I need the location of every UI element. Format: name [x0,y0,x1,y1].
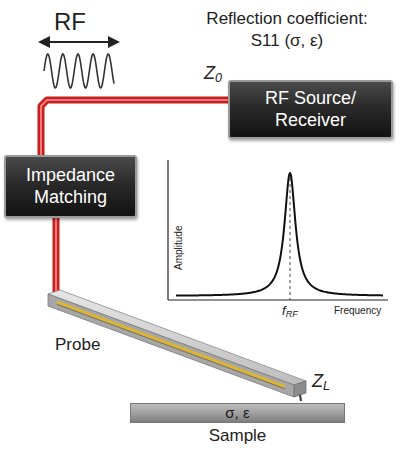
reflection-coefficient-label: Reflection coefficient: S11 (σ, ε) [192,8,382,52]
sample-label: Sample [130,426,345,446]
peak-marker-line [290,172,291,300]
axis-label-frequency: Frequency [334,304,381,317]
box-label: RF Source/ Receiver [240,88,381,131]
resonance-frequency-label: fRF [282,303,298,320]
cable-highlight [41,100,228,155]
rf-label: RF [54,6,86,37]
coax-cable-group [41,100,228,155]
coax-cable-group [56,218,57,292]
coax-cable [41,100,228,155]
probe-label: Probe [55,335,100,355]
rf-double-arrow [38,36,120,48]
arrow-head [38,36,50,48]
probe-side-face [48,294,294,397]
coax-cable [53,218,60,292]
probe-tip [300,395,301,401]
sample-properties: σ, ε [225,404,249,422]
box-label: Impedance Matching [16,165,125,208]
arrow-head [108,36,120,48]
probe-top-face [48,290,306,385]
y-axis [167,160,168,300]
sample-slab: σ, ε Sample [130,403,345,448]
resonance-plot [168,160,388,300]
x-axis [168,299,388,300]
axis-label-amplitude: Amplitude [172,226,185,270]
probe-cantilever: Probe [45,288,315,413]
arrow-shaft [46,41,112,43]
rf-source-receiver-box: RF Source/ Receiver [228,80,393,139]
cable-highlight [55,218,57,292]
impedance-matching-box: Impedance Matching [4,155,137,218]
sample-block: σ, ε [130,403,345,423]
source-impedance-label: Z0 [204,62,222,85]
resonance-curve [176,173,383,296]
rf-sine-wave [44,54,114,88]
probe-end-face [294,381,306,397]
load-impedance-label: ZL [312,370,330,393]
